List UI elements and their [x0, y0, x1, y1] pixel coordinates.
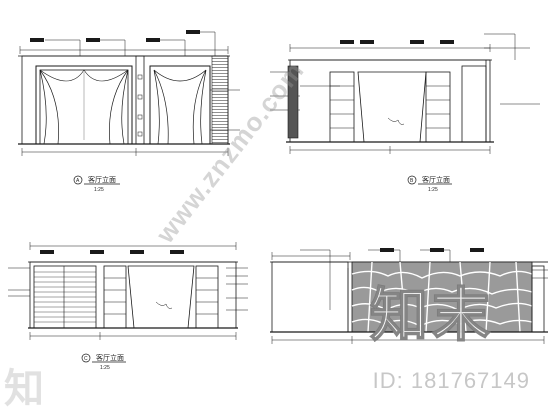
callout-leaders-c — [8, 267, 248, 311]
bookshelf-left-c — [103, 265, 127, 329]
title-marker-b-letter: B — [410, 178, 414, 184]
callout-tags-a — [30, 30, 200, 42]
panel-c-title: 客厅立面 — [96, 353, 124, 362]
drawing-id-label: ID: 181767149 — [372, 368, 530, 393]
elevation-panel-c — [8, 242, 248, 363]
bookshelf-right-c — [195, 265, 219, 329]
bookshelf-right-b — [425, 71, 451, 143]
panel-b-scale: 1:25 — [428, 187, 438, 193]
panel-c-scale: 1:25 — [100, 365, 110, 371]
title-marker-a — [73, 175, 83, 185]
title-marker-c — [81, 353, 91, 363]
dark-side-panel-b — [287, 65, 299, 139]
bookshelf-left-b — [329, 71, 355, 143]
title-marker-c-letter: C — [84, 356, 88, 362]
center-panel-b — [357, 71, 427, 143]
callout-tags-b — [340, 40, 454, 44]
watermark-logo: 知末 — [369, 280, 495, 350]
watermark-corner-logo: 知 — [4, 366, 44, 412]
elevation-panel-a — [18, 30, 240, 185]
center-panel-c — [127, 265, 195, 329]
title-marker-b — [407, 175, 417, 185]
callout-tags-c — [40, 250, 184, 254]
panel-a-title: 客厅立面 — [88, 175, 116, 184]
curtain-drape-left — [39, 69, 129, 145]
divider-studs-a — [137, 74, 143, 137]
curtain-drape-right — [153, 69, 207, 145]
callout-leaders-a — [45, 31, 240, 131]
title-marker-a-letter: A — [76, 178, 80, 184]
stone-pattern-d — [351, 261, 533, 333]
panel-b-title: 客厅立面 — [422, 175, 450, 184]
louvers-c — [34, 271, 96, 323]
panel-a-scale: 1:25 — [94, 187, 104, 193]
callout-tags-d — [380, 248, 484, 252]
elevation-panel-b — [270, 33, 540, 185]
elevation-panel-d — [270, 248, 548, 344]
